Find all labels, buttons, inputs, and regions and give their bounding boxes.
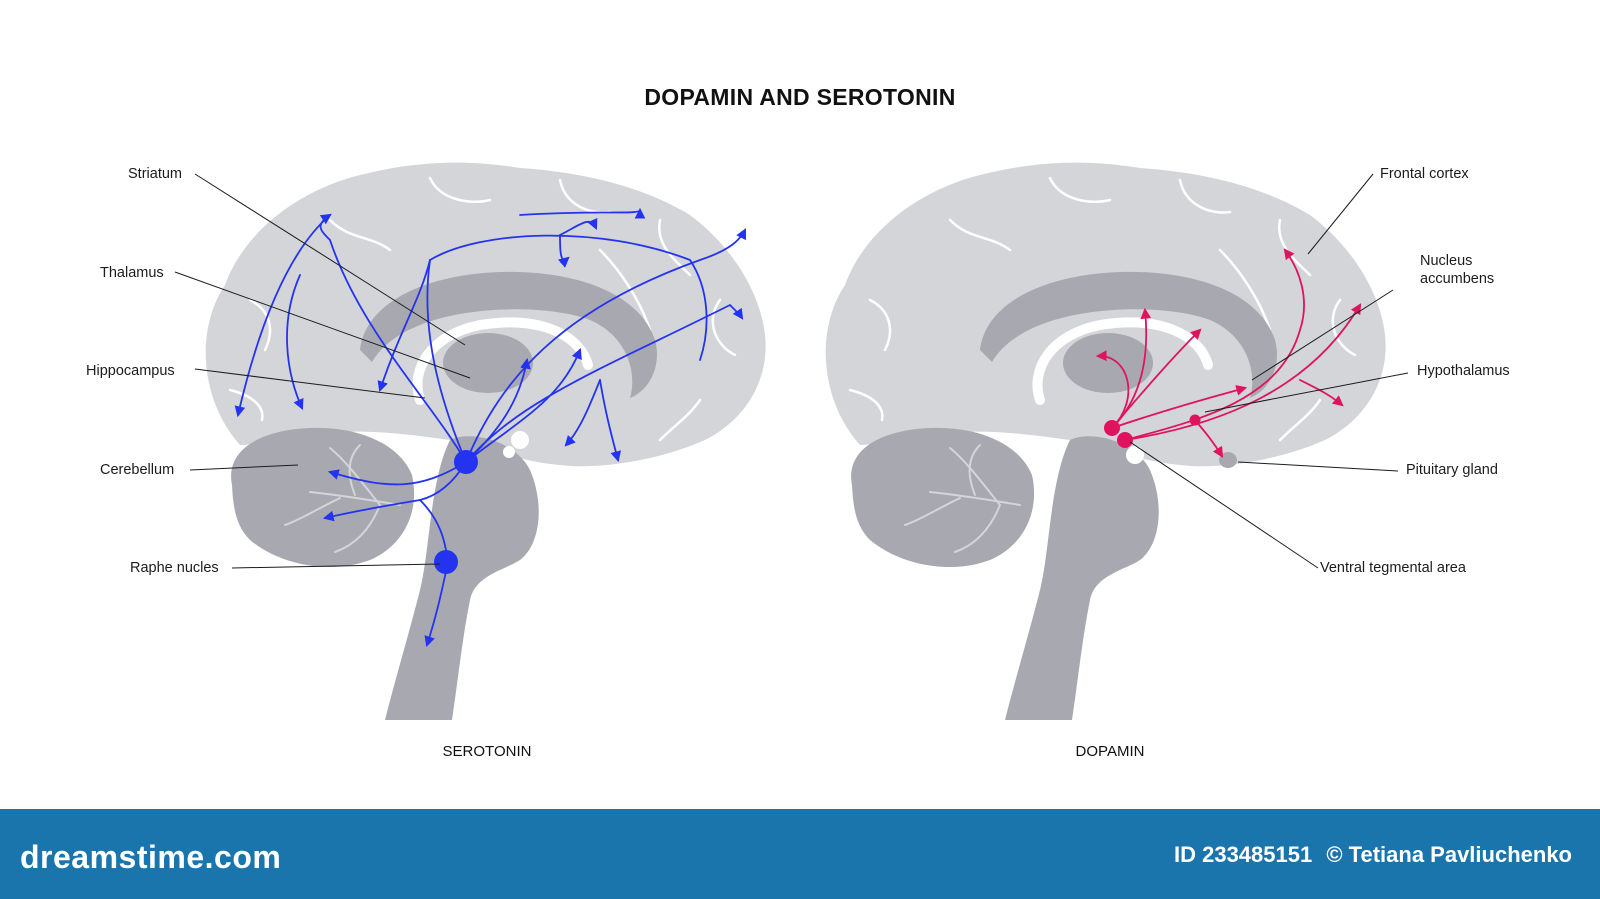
label-nucleus-accumbens: Nucleus accumbens <box>1420 253 1495 287</box>
footer-bar: dreamstime.com ID 233485151 © Tetiana Pa… <box>0 809 1600 899</box>
raphe-node-lower <box>434 550 458 574</box>
vta-node-upper <box>1104 420 1120 436</box>
dopamin-cerebellum <box>851 427 1035 568</box>
raphe-node-upper <box>454 450 478 474</box>
image-credit: ID 233485151 © Tetiana Pavliuchenko <box>1174 842 1572 868</box>
hypothalamus-node <box>1189 414 1201 426</box>
image-id: ID 233485151 <box>1173 842 1313 867</box>
label-thalamus: Thalamus <box>100 265 164 281</box>
pituitary-gland-shape <box>1219 452 1237 468</box>
label-striatum: Striatum <box>128 166 182 182</box>
serotonin-cerebellum <box>231 427 415 568</box>
dopamin-corpus-callosum <box>980 271 1278 398</box>
label-pituitary-gland: Pituitary gland <box>1406 462 1498 478</box>
label-ventral-tegmental-area: Ventral tegmental area <box>1320 560 1466 576</box>
label-frontal-cortex: Frontal cortex <box>1380 166 1469 182</box>
label-raphe-nucles: Raphe nucles <box>130 560 219 576</box>
label-hypothalamus: Hypothalamus <box>1417 363 1510 379</box>
dopamin-brainstem <box>1005 436 1159 720</box>
serotonin-thalamus <box>443 333 533 393</box>
brand-logo-text[interactable]: dreamstime.com <box>20 839 282 875</box>
serotonin-corpus-callosum <box>360 271 658 398</box>
dopamin-brain <box>825 162 1409 720</box>
serotonin-brain <box>174 162 766 720</box>
vta-node-lower <box>1117 432 1133 448</box>
caption-dopamin: DOPAMIN <box>1075 743 1145 760</box>
diagram-title: DOPAMIN AND SEROTONIN <box>644 84 956 110</box>
serotonin-cerebrum <box>205 162 766 467</box>
serotonin-brainstem <box>385 436 539 720</box>
label-cerebellum: Cerebellum <box>100 462 175 478</box>
image-author: © Tetiana Pavliuchenko <box>1326 842 1572 867</box>
dopamin-thalamus <box>1063 333 1153 393</box>
label-hippocampus: Hippocampus <box>86 363 175 379</box>
caption-serotonin: SEROTONIN <box>442 743 532 760</box>
